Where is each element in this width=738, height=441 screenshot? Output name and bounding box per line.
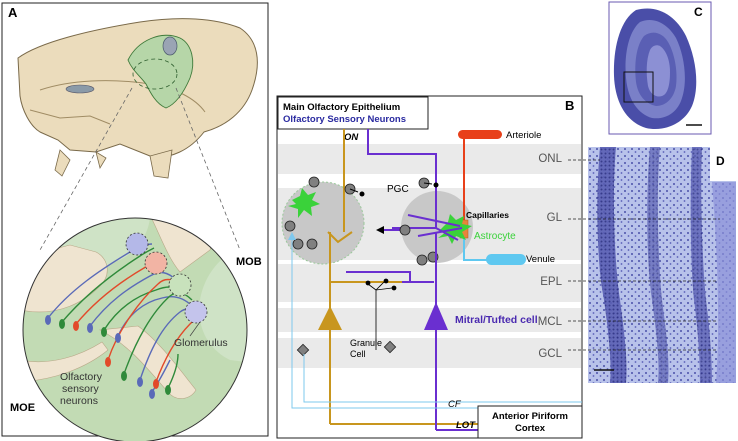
label-granule-line1: Granule: [350, 338, 382, 348]
label-moe: MOE: [10, 402, 35, 414]
panel-c-letter: C: [694, 5, 703, 19]
label-arteriole: Arteriole: [506, 130, 541, 141]
arteriole-vessel: [458, 130, 502, 139]
piriform-cortex-box: [477, 405, 583, 439]
layer-label-gl: GL: [547, 212, 563, 224]
glomerulus-red: [144, 251, 168, 275]
label-venule: Venule: [526, 254, 555, 265]
target-piriform-line2: Cortex: [515, 423, 546, 434]
label-cf: CF: [448, 399, 462, 410]
glomerulus-blue: [125, 232, 149, 256]
label-capillaries: Capillaries: [466, 210, 509, 220]
label-granule-line2: Cell: [350, 349, 366, 359]
cf-arrowhead: [288, 232, 296, 240]
layer-label-gcl: GCL: [538, 348, 562, 360]
label-mob: MOB: [236, 256, 262, 268]
label-mitral-tufted: Mitral/Tufted cell: [455, 314, 538, 326]
target-piriform-line1: Anterior Piriform: [492, 411, 568, 422]
granule-dendrites: [365, 278, 397, 350]
olfactory-bulb-outline: [162, 36, 178, 56]
label-glomerulus: Glomerulus: [174, 337, 228, 349]
zoom-region-box: [623, 71, 654, 103]
panel-d-label-box: [710, 147, 738, 181]
label-osn-line1: Olfactory: [60, 371, 103, 383]
label-on: ON: [344, 132, 359, 143]
label-pgc: PGC: [387, 184, 409, 195]
zoom-line-right: [175, 87, 241, 251]
panel-a-letter: A: [8, 5, 18, 20]
venule-vessel: [486, 254, 526, 265]
skull-illustration: [17, 18, 258, 179]
moe-header-box: [277, 96, 429, 130]
label-lot: LOT: [456, 420, 476, 431]
glomerular-ring-band: [597, 147, 627, 383]
label-osn-line3: neurons: [60, 395, 98, 407]
zoom-line-left: [39, 87, 133, 251]
panel-d-letter: D: [716, 154, 725, 168]
osn-axon-purple: [367, 129, 463, 241]
panel-c: C: [608, 1, 712, 135]
osn-cell-bodies: [45, 315, 171, 399]
band-onl: [278, 144, 581, 174]
label-osn-line2: sensory: [62, 383, 100, 395]
panel-b: B Main Olfactory Epithelium Olfactory Se…: [276, 95, 583, 439]
layer-label-mcl: MCL: [538, 316, 563, 328]
panel-d: D: [568, 147, 738, 383]
label-astrocyte: Astrocyte: [474, 231, 516, 242]
layer-label-epl: EPL: [540, 276, 562, 288]
osn-axon-gold: [327, 129, 353, 244]
purple-arrowhead: [376, 226, 384, 234]
glomerulus-green: [168, 273, 192, 297]
panel-b-letter: B: [565, 98, 574, 113]
header-moe: Main Olfactory Epithelium: [283, 102, 400, 113]
granule-cell-left: [296, 343, 310, 357]
panel-a: A: [1, 2, 269, 441]
layer-label-onl: ONL: [538, 153, 562, 165]
band-gcl: [278, 338, 581, 368]
glomerulus-lavender: [184, 300, 208, 324]
layer-guide-lines: [568, 159, 720, 351]
venule-branch: [463, 238, 490, 261]
granule-cell-right: [383, 340, 397, 354]
header-osn: Olfactory Sensory Neurons: [283, 114, 406, 125]
astrocyte-left: [288, 188, 320, 218]
